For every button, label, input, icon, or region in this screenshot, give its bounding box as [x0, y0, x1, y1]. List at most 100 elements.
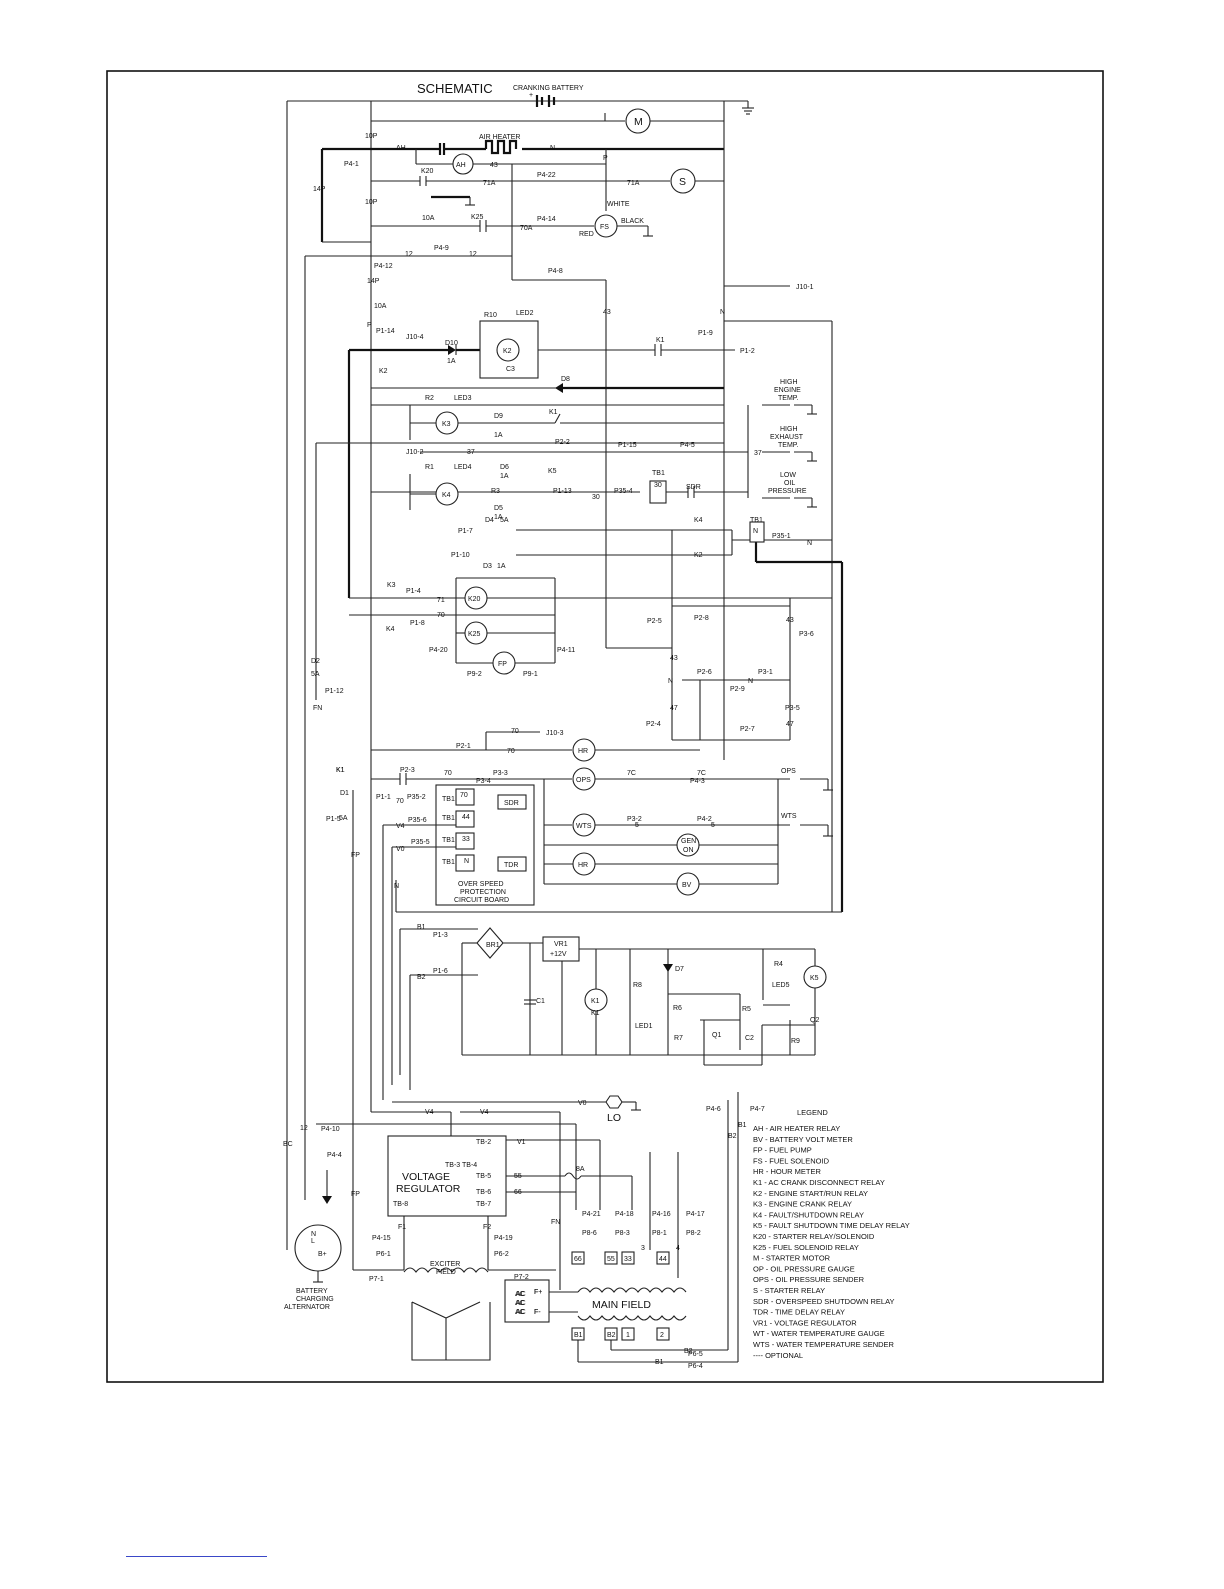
svg-text:F-: F-	[534, 1309, 541, 1316]
wire-label: 30	[592, 494, 600, 501]
wire-label: K20	[421, 168, 434, 175]
control-section: K2 K3 K4	[315, 320, 844, 1270]
svg-text:PROTECTION: PROTECTION	[460, 889, 506, 896]
wire-label: P35-4	[614, 488, 633, 495]
legend-item: K25 - FUEL SOLENOID RELAY	[753, 1243, 859, 1252]
svg-text:HIGH: HIGH	[780, 379, 798, 386]
wire-label: P4-6	[706, 1106, 721, 1113]
wire-label: P3-2	[627, 816, 642, 823]
wire-label: P2-5	[647, 618, 662, 625]
wire-label: R1	[425, 464, 434, 471]
wire-label: P1-7	[458, 528, 473, 535]
exciter-field-winding	[403, 1267, 489, 1273]
wire-label: 1A	[447, 358, 456, 365]
wire-label: K5	[548, 468, 557, 475]
legend-item: VR1 - VOLTAGE REGULATOR	[753, 1318, 857, 1327]
wire-label: TB1	[442, 815, 455, 822]
wire-label: F2	[483, 1224, 491, 1231]
wire-label: B+	[318, 1251, 327, 1258]
wire-label: 66	[574, 1256, 582, 1263]
wire-label: P6-5	[688, 1351, 703, 1358]
wire-label: P4-10	[321, 1126, 340, 1133]
wire-label: 43	[670, 655, 678, 662]
wire-label: P4-20	[429, 647, 448, 654]
wire-label: FN	[551, 1219, 560, 1226]
legend-item: OPS - OIL PRESSURE SENDER	[753, 1275, 865, 1284]
wire-label: P	[367, 322, 372, 329]
svg-text:AC: AC	[515, 1291, 525, 1298]
rotating-rectifier	[504, 1279, 550, 1323]
wire-label: B1	[655, 1359, 664, 1366]
gen-on-lamp	[676, 833, 700, 857]
wire-label: 5A	[500, 517, 509, 524]
wire-label: P2-2	[555, 439, 570, 446]
wire-label: V4	[480, 1109, 489, 1116]
wire-label: P1-1	[376, 794, 391, 801]
battery-charging-alternator	[294, 1224, 342, 1272]
wire-label: FN	[313, 705, 322, 712]
wire-label: 30	[654, 482, 662, 489]
wire-label: D6	[500, 464, 509, 471]
air-heater-element	[484, 139, 518, 155]
wire-label: WTS	[781, 813, 797, 820]
wire-label: P7-1	[369, 1276, 384, 1283]
wire-label: Q1	[712, 1032, 721, 1039]
overspeed-protection-board	[435, 784, 535, 906]
wire-label: 70A	[520, 225, 533, 232]
wire-label: LED2	[516, 310, 534, 317]
wire-label: LED4	[454, 464, 472, 471]
legend-item: M - STARTER MOTOR	[753, 1254, 831, 1263]
wire-label: 44	[462, 814, 470, 821]
wire-label: 43	[603, 309, 611, 316]
br1-label: BR1	[486, 942, 500, 949]
wts-label: WTS	[576, 823, 592, 830]
cranking-battery-label: CRANKING BATTERY	[513, 85, 584, 92]
wire-label: P6-1	[376, 1251, 391, 1258]
wire-label: D9	[494, 413, 503, 420]
wire-label: D7	[675, 966, 684, 973]
wire-label: 5	[711, 822, 715, 829]
tdr-label: TDR	[504, 862, 518, 869]
wire-label: N	[720, 309, 725, 316]
wire-label: C1	[536, 998, 545, 1005]
wire-label: 5A	[339, 815, 348, 822]
wire-label: BLACK	[621, 218, 644, 225]
wire-label: 1A	[497, 563, 506, 570]
wire-label: LED3	[454, 395, 472, 402]
k25-label: K25	[468, 631, 481, 638]
svg-text:EXHAUST: EXHAUST	[770, 434, 804, 441]
svg-text:HIGH: HIGH	[780, 426, 798, 433]
wire-label: C2	[745, 1035, 754, 1042]
wire-label: N	[807, 540, 812, 547]
sdr-box	[497, 794, 527, 810]
legend-item: OP - OIL PRESSURE GAUGE	[753, 1264, 855, 1273]
wire-label: 33	[624, 1256, 632, 1263]
wire-label: AH	[396, 145, 406, 152]
k3-label: K3	[442, 421, 451, 428]
wire-label: D8	[561, 376, 570, 383]
legend-item: FP - FUEL PUMP	[753, 1146, 812, 1155]
svg-text:OVER SPEED: OVER SPEED	[458, 881, 504, 888]
air-heater-label: AIR HEATER	[479, 134, 521, 141]
wire-label: P35-5	[411, 839, 430, 846]
wire-label: N	[394, 883, 399, 890]
wire-label: P3-4	[476, 778, 491, 785]
wire-label: R8	[633, 982, 642, 989]
wire-label: P4-2	[697, 816, 712, 823]
fuel-pump-label: FP	[498, 661, 507, 668]
svg-text:FIELD: FIELD	[436, 1269, 456, 1276]
power-section: + M AIR HEATER AH S	[286, 92, 790, 1250]
wire-label: P35-1	[772, 533, 791, 540]
wire-label: P4-5	[680, 442, 695, 449]
wire-label: 47	[786, 721, 794, 728]
wire-label: FP	[351, 852, 360, 859]
tb1-n-terminal	[749, 521, 765, 543]
wire-label: D4	[485, 517, 494, 524]
wire-label: P35-6	[408, 817, 427, 824]
wire-label: J10-2	[406, 449, 424, 456]
wire-label: P1-14	[376, 328, 395, 335]
wire-label: TB-2	[476, 1139, 491, 1146]
wire-label: P4-15	[372, 1235, 391, 1242]
wire-label: P4-14	[537, 216, 556, 223]
wire-label: 37	[467, 449, 475, 456]
